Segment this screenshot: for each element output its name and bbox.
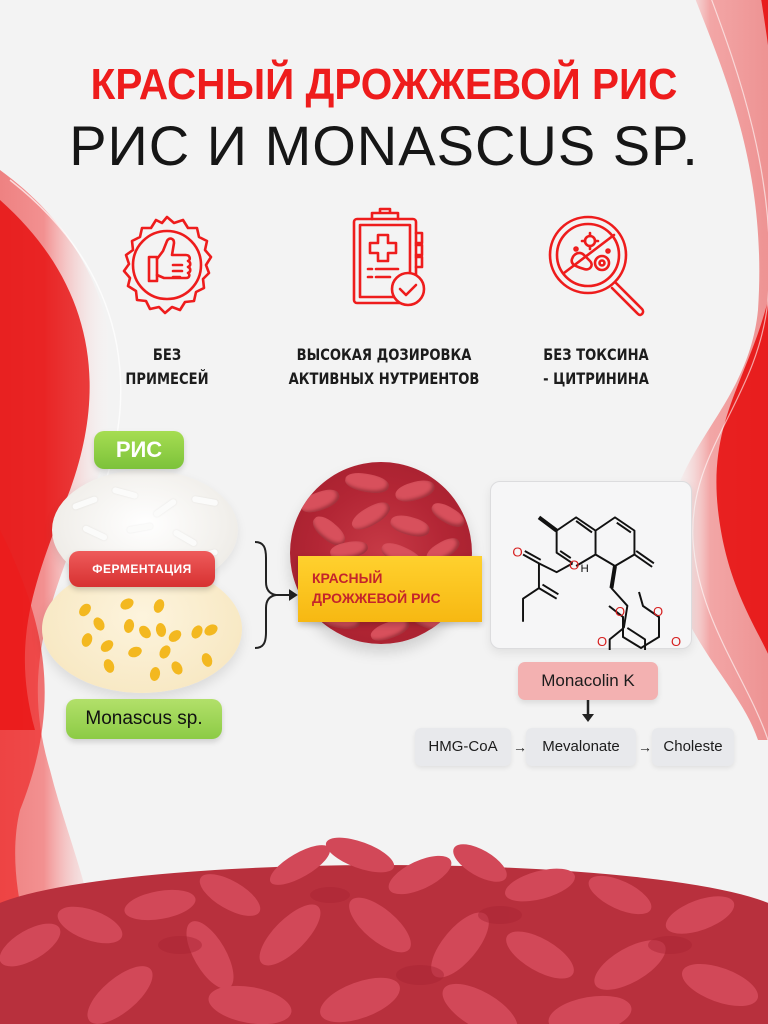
red-yeast-rice-label: КРАСНЫЙ ДРОЖЖЕВОЙ РИС (298, 556, 482, 622)
svg-text:H: H (581, 563, 589, 575)
svg-text:O: O (569, 558, 579, 573)
feature-no-impurities: БЕЗ ПРИМЕСЕЙ (47, 205, 287, 391)
pathway-step-cholesterol: Choleste (652, 728, 734, 766)
pathway-step-hmg-coa: HMG-CoA (415, 728, 511, 766)
product-label-line1: КРАСНЫЙ (312, 570, 383, 586)
down-arrow-icon (582, 700, 594, 722)
monacolin-k-box: Monacolin K (518, 662, 658, 700)
svg-text:O: O (671, 634, 681, 649)
feature-label-line2: ПРИМЕСЕЙ (125, 369, 209, 388)
fermentation-label: ФЕРМЕНТАЦИЯ (69, 551, 215, 587)
feature-label-line1: БЕЗ ТОКСИНА (543, 345, 649, 364)
medical-clipboard-check-icon (352, 207, 426, 307)
svg-text:O: O (615, 604, 625, 619)
feature-label-line1: ВЫСОКАЯ ДОЗИРОВКА (296, 345, 472, 364)
svg-text:O: O (597, 634, 607, 649)
feature-high-dosage: ВЫСОКАЯ ДОЗИРОВКА АКТИВНЫХ НУТРИЕНТОВ (264, 205, 504, 391)
rice-label: РИС (94, 431, 184, 469)
page-title: КРАСНЫЙ ДРОЖЖЕВОЙ РИС (90, 60, 678, 109)
monacolin-k-structure-card: H O O O O O O (490, 481, 692, 676)
red-yeast-rice-pile-image (0, 825, 768, 1024)
pathway-step-mevalonate: Mevalonate (526, 728, 636, 766)
monacolin-k-molecule-diagram: H O O (512, 515, 655, 676)
no-bacteria-magnifier-icon (548, 215, 645, 317)
monascus-label: Monascus sp. (66, 699, 222, 739)
pathway-arrow-icon: → (513, 739, 527, 755)
page-subtitle: РИС И MONASCUS SP. (69, 114, 699, 177)
feature-no-citrinin: БЕЗ ТОКСИНА - ЦИТРИНИНА (476, 205, 716, 391)
thumbs-up-badge-icon (122, 215, 213, 315)
feature-label-line2: - ЦИТРИНИНА (543, 369, 649, 388)
product-label-line2: ДРОЖЖЕВОЙ РИС (312, 590, 441, 606)
svg-text:O: O (653, 604, 663, 619)
feature-label-line2: АКТИВНЫХ НУТРИЕНТОВ (288, 369, 480, 388)
curly-bracket-arrow-icon (254, 541, 298, 649)
svg-text:O: O (512, 544, 522, 559)
feature-label-line1: БЕЗ (152, 345, 182, 364)
pathway-arrow-icon: → (638, 739, 652, 755)
